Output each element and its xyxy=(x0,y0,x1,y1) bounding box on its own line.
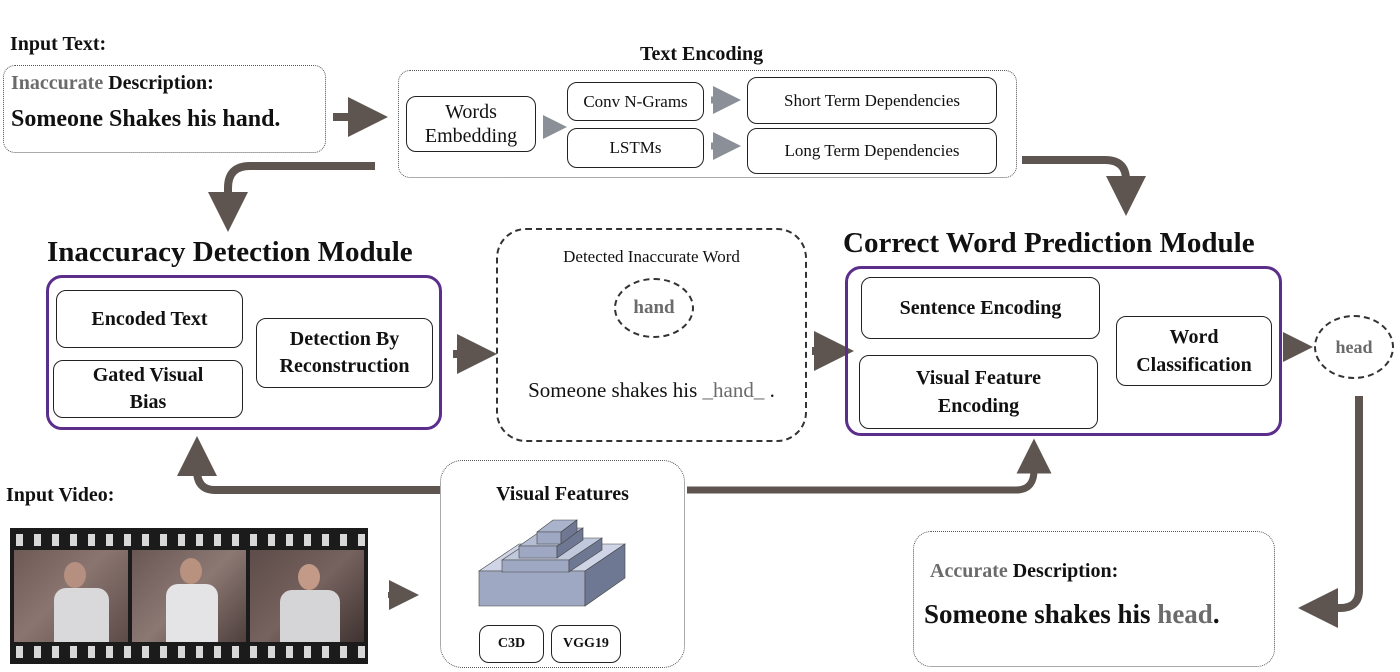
visual-features-box: Visual Features C3D VGG19 xyxy=(440,460,685,668)
long-term-node: Long Term Dependencies xyxy=(747,128,997,174)
visual-features-title: Visual Features xyxy=(496,483,629,505)
gated-visual-bias-node: Gated Visual Bias xyxy=(53,360,243,418)
inaccuracy-module-title: Inaccuracy Detection Module xyxy=(47,236,413,268)
correct-module-title: Correct Word Prediction Module xyxy=(843,227,1255,259)
visual-feature-encoding-node: Visual Feature Encoding xyxy=(859,355,1098,429)
text-encoding-box xyxy=(398,70,1017,178)
accurate-sentence-word: head xyxy=(1157,599,1213,629)
text-encoding-title: Text Encoding xyxy=(640,43,764,65)
accurate-sentence-prefix: Someone shakes his xyxy=(924,599,1158,629)
input-video-header: Input Video: xyxy=(6,484,115,506)
c3d-node: C3D xyxy=(479,625,544,663)
detection-by-reconstruction-node: Detection By Reconstruction xyxy=(256,318,433,388)
description-suffix: Description: xyxy=(103,72,214,94)
words-embedding-node: Words Embedding xyxy=(406,96,536,152)
arrow-visual-to-correct xyxy=(687,438,1052,494)
detected-word-title: Detected Inaccurate Word xyxy=(563,247,740,266)
accurate-sentence: Someone shakes his head. xyxy=(924,599,1220,630)
accurate-description-box: Accurate Description: Someone shakes his… xyxy=(913,531,1275,667)
detected-word-circle: hand xyxy=(614,278,694,338)
accurate-description-label: Accurate Description: xyxy=(930,560,1118,583)
detected-blank-word: _hand_ xyxy=(702,378,765,402)
video-frame-3 xyxy=(250,550,364,642)
detected-sentence: Someone shakes his _hand_ . xyxy=(498,378,805,403)
vgg19-node: VGG19 xyxy=(551,625,621,663)
correct-module-box xyxy=(845,266,1282,436)
lstms-node: LSTMs xyxy=(567,128,704,168)
word-classification-node: Word Classification xyxy=(1116,316,1272,386)
conv-ngrams-node: Conv N-Grams xyxy=(567,82,704,121)
arrow-visual-to-inaccuracy xyxy=(177,436,440,494)
video-frame-2 xyxy=(132,550,246,642)
inaccurate-description-label: Inaccurate Description: xyxy=(11,72,214,95)
arrow-input-to-inaccuracy xyxy=(208,162,375,232)
input-sentence: Someone Shakes his hand. xyxy=(11,106,281,132)
inaccuracy-module-box xyxy=(46,275,442,430)
video-frame-1 xyxy=(14,550,128,642)
arrow-encoding-to-correct xyxy=(1022,156,1146,216)
accurate-sentence-suffix: . xyxy=(1212,599,1220,629)
accurate-word: Accurate xyxy=(930,560,1008,582)
video-filmstrip xyxy=(10,528,368,664)
inaccurate-word: Inaccurate xyxy=(11,72,104,94)
short-term-node: Short Term Dependencies xyxy=(747,77,997,124)
encoded-text-node: Encoded Text xyxy=(56,290,243,348)
filmstrip-holes-bottom xyxy=(10,646,368,658)
sentence-encoding-node: Sentence Encoding xyxy=(861,277,1100,339)
cnn-blocks-icon xyxy=(478,519,626,607)
arrow-head-to-accurate xyxy=(1298,396,1363,628)
filmstrip-holes-top xyxy=(10,534,368,546)
accurate-description-suffix: Description: xyxy=(1007,560,1119,582)
detected-sentence-suffix: . xyxy=(764,378,775,402)
input-text-box: Inaccurate Description: Someone Shakes h… xyxy=(3,65,326,153)
detected-sentence-prefix: Someone shakes his xyxy=(528,378,703,402)
detected-word-box: Detected Inaccurate Word hand Someone sh… xyxy=(496,228,807,442)
input-text-header: Input Text: xyxy=(10,33,107,55)
output-word-circle: head xyxy=(1314,315,1394,379)
